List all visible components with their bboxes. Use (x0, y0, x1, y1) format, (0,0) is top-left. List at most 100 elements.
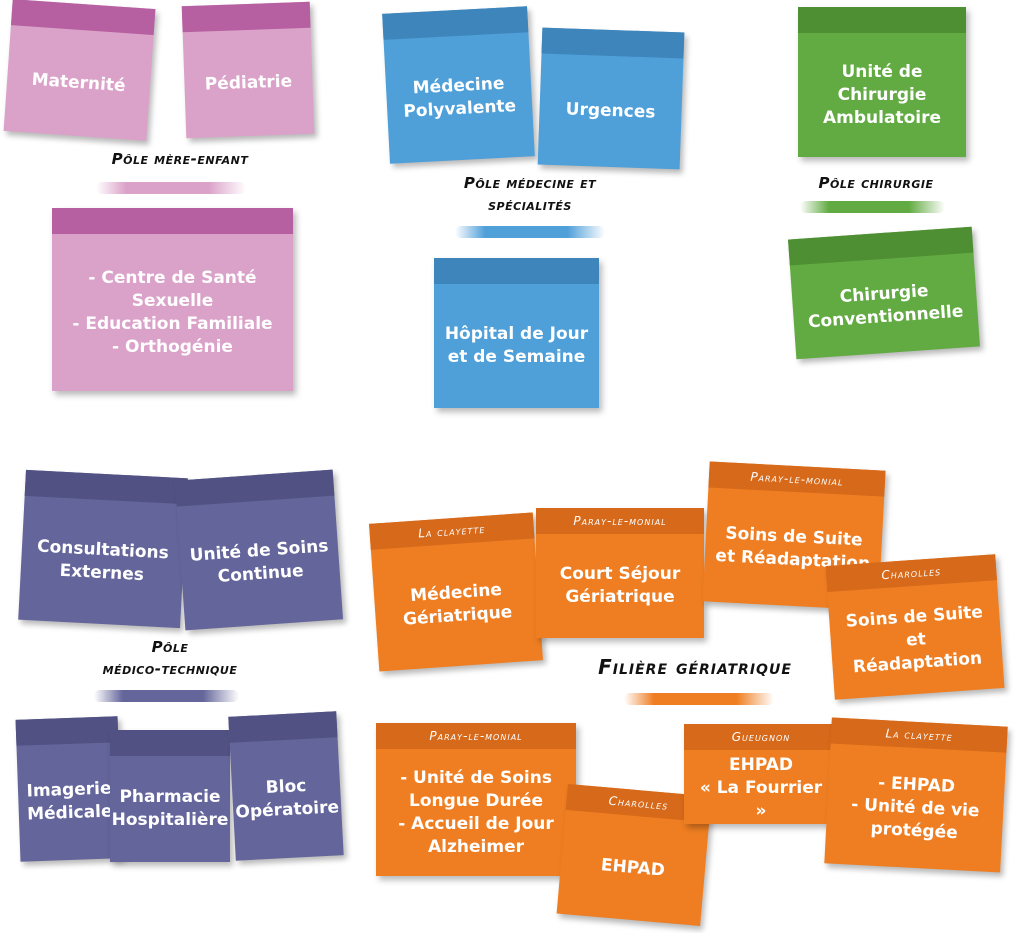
note-urgences: Urgences (537, 27, 685, 170)
note-line: Conventionnelle (807, 301, 964, 333)
pole-medecine-label: Pôle médecine et spécialités (400, 172, 660, 216)
note-usld-paray: Paray-le-monial - Unité de Soins Longue … (376, 723, 576, 876)
note-body: - Centre de Santé Sexuelle - Education F… (52, 234, 293, 391)
note-line: - Unité de vie (850, 794, 980, 821)
note-location: La clayette (417, 521, 486, 541)
note-line: Maternité (31, 69, 127, 96)
note-line: Longue Durée (409, 790, 543, 811)
note-line: et Réadaptation (852, 628, 983, 677)
note-line: Ambulatoire (823, 107, 941, 128)
note-body: Pédiatrie (183, 28, 315, 138)
note-ehpad-clayette: La clayette - EHPAD - Unité de vie proté… (824, 717, 1008, 873)
note-body: Pharmacie Hospitalière (110, 756, 230, 862)
note-location: Gueugnon (731, 730, 791, 744)
note-conventionnelle: Chirurgie Conventionnelle (788, 226, 980, 360)
pole-medecine-line-2: spécialités (488, 196, 572, 214)
note-body: Court Séjour Gériatrique (536, 534, 704, 638)
note-line: Unité de (841, 61, 923, 82)
note-line: - Education Familiale (72, 313, 273, 334)
note-line: Urgences (565, 99, 656, 123)
pole-medecine-line-1: Pôle médecine et (463, 174, 597, 192)
note-body: Maternité (4, 25, 154, 141)
note-body: Soins de Suite et Réadaptation (827, 580, 1004, 700)
pole-medico-label: Pôle médico-technique (60, 636, 280, 680)
note-consultations: Consultations Externes (18, 469, 188, 629)
note-medecine-polyvalente: Médecine Polyvalente (382, 6, 535, 164)
note-body: - EHPAD - Unité de vie protégée (824, 743, 1006, 872)
note-band: Gueugnon (684, 724, 838, 750)
note-line: « La Fourrier » (699, 778, 823, 821)
note-band (52, 208, 293, 234)
note-body: Unité de Soins Continue (177, 496, 343, 631)
pole-medico-underline (94, 690, 239, 702)
pole-mere-enfant-underline (96, 182, 246, 194)
note-body: Urgences (538, 54, 684, 170)
note-body: Médecine Polyvalente (384, 32, 535, 163)
note-line: Continue (217, 560, 305, 587)
note-line: Polyvalente (402, 96, 517, 122)
note-body: EHPAD « La Fourrier » (684, 750, 838, 827)
pole-geriatrique-label: Filière gériatrique (598, 655, 792, 679)
note-imagerie: Imagerie Médicale (15, 716, 123, 862)
note-line: Pédiatrie (204, 70, 293, 95)
note-pharmacie: Pharmacie Hospitalière (110, 730, 230, 862)
pole-medico-line-2: médico-technique (102, 660, 238, 678)
note-line: Hospitalière (111, 810, 229, 830)
note-line: Court Séjour (559, 564, 681, 584)
note-body: Hôpital de Jour et de Semaine (434, 284, 599, 408)
note-body: EHPAD (557, 810, 710, 926)
note-line: - Accueil de Jour (398, 813, 554, 834)
note-band (434, 258, 599, 284)
note-court-sejour: Paray-le-monial Court Séjour Gériatrique (536, 508, 704, 638)
note-location: Paray-le-monial (573, 514, 667, 528)
note-line: Hôpital de Jour (444, 324, 589, 344)
note-hopital-jour: Hôpital de Jour et de Semaine (434, 258, 599, 408)
note-bloc: Bloc Opératoire (228, 711, 344, 861)
note-body: Unité de Chirurgie Ambulatoire (798, 33, 966, 157)
note-line: Opératoire (235, 797, 340, 823)
note-body: Bloc Opératoire (230, 737, 344, 860)
note-line: - Unité de Soins (400, 767, 552, 788)
note-ambulatoire: Unité de Chirurgie Ambulatoire (798, 7, 966, 157)
note-body: Imagerie Médicale (16, 742, 122, 861)
note-band: Paray-le-monial (536, 508, 704, 534)
note-centre-sante: - Centre de Santé Sexuelle - Education F… (52, 208, 293, 391)
pole-geriatrique-underline (624, 693, 774, 705)
note-body: Chirurgie Conventionnelle (790, 253, 980, 360)
note-soins-continue: Unité de Soins Continue (174, 469, 344, 631)
note-line: Bloc (265, 775, 307, 799)
note-body: - Unité de Soins Longue Durée - Accueil … (376, 749, 576, 876)
note-line: - Orthogénie (112, 336, 233, 357)
note-line: Consultations (36, 536, 170, 564)
note-med-geriatrique: La clayette Médecine Gériatrique (369, 512, 543, 672)
note-body: Médecine Gériatrique (371, 538, 543, 671)
note-line: Externes (59, 560, 145, 586)
note-band (15, 716, 119, 746)
pole-medecine-underline (455, 226, 605, 238)
note-location: La clayette (885, 726, 954, 744)
note-location: Paray-le-monial (429, 729, 523, 743)
note-line: Médicale (26, 801, 113, 825)
note-line: Pharmacie (119, 787, 221, 807)
note-band: Paray-le-monial (376, 723, 576, 749)
note-maternite: Maternité (3, 0, 156, 141)
note-line: Imagerie (26, 778, 112, 802)
note-ehpad-gueugnon: Gueugnon EHPAD « La Fourrier » (684, 724, 838, 824)
note-band (798, 7, 966, 33)
note-line: Alzheimer (428, 836, 524, 857)
note-line: - Centre de Santé (88, 267, 257, 288)
note-body: Consultations Externes (18, 496, 186, 628)
note-location: Charolles (880, 564, 942, 583)
note-ssr-charolles: Charolles Soins de Suite et Réadaptation (825, 554, 1005, 700)
note-band (110, 730, 230, 756)
note-pediatrie: Pédiatrie (181, 1, 315, 139)
note-line: Sexuelle (131, 290, 214, 311)
note-line: protégée (870, 818, 959, 843)
pole-chirurgie-label: Pôle chirurgie (818, 174, 934, 192)
note-location: Paray-le-monial (750, 469, 844, 489)
note-line: EHPAD (600, 854, 666, 881)
pole-chirurgie-underline (800, 201, 945, 213)
note-line: EHPAD (728, 755, 793, 775)
pole-mere-enfant-label: Pôle mère-enfant (111, 150, 249, 168)
note-location: Charolles (608, 793, 669, 813)
